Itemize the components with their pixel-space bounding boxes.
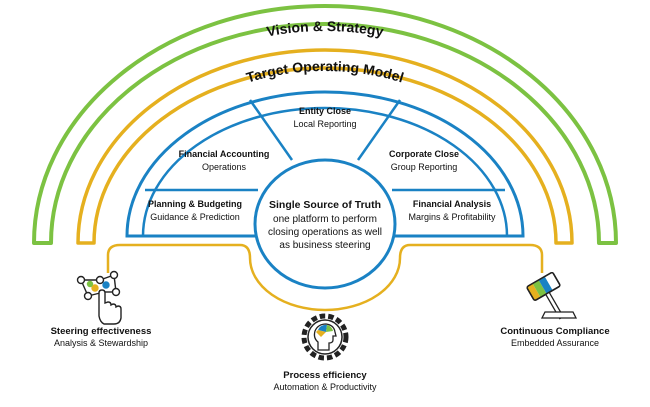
steering-title: Steering effectiveness bbox=[51, 326, 152, 337]
core-line-1: one platform to perform bbox=[273, 214, 377, 225]
steering-subtitle: Analysis & Stewardship bbox=[54, 338, 148, 348]
core-line-2: closing operations as well bbox=[268, 227, 382, 238]
segment-entity-subtitle: Local Reporting bbox=[293, 119, 356, 129]
compliance-subtitle: Embedded Assurance bbox=[511, 338, 599, 348]
core-circle bbox=[253, 158, 397, 290]
segment-planning-title: Planning & Budgeting bbox=[148, 199, 242, 209]
segment-accounting-subtitle: Operations bbox=[202, 162, 247, 172]
core-line-3: as business steering bbox=[279, 240, 370, 251]
segment-planning-subtitle: Guidance & Prediction bbox=[150, 212, 240, 222]
core-title: Single Source of Truth bbox=[269, 199, 381, 211]
target-model-arc bbox=[76, 48, 574, 245]
segment-corporate-title: Corporate Close bbox=[389, 149, 459, 159]
gear-head-icon bbox=[301, 313, 349, 361]
vision-arc-label: Vision & Strategy bbox=[265, 18, 385, 40]
segment-entity-title: Entity Close bbox=[299, 106, 351, 116]
capability-fan-inner bbox=[141, 106, 509, 238]
compliance-title: Continuous Compliance bbox=[500, 326, 609, 337]
process-subtitle: Automation & Productivity bbox=[273, 382, 377, 392]
gavel-icon bbox=[526, 271, 578, 320]
segment-analysis-title: Financial Analysis bbox=[413, 199, 491, 209]
segment-corporate-subtitle: Group Reporting bbox=[391, 162, 458, 172]
divider-2 bbox=[248, 99, 294, 161]
segment-accounting-title: Financial Accounting bbox=[179, 149, 270, 159]
divider-3 bbox=[356, 99, 402, 161]
outcome-bracket bbox=[106, 243, 544, 312]
segment-analysis-subtitle: Margins & Profitability bbox=[408, 212, 496, 222]
process-title: Process efficiency bbox=[283, 370, 367, 381]
vision-arc bbox=[32, 4, 618, 245]
network-hand-icon bbox=[76, 270, 122, 325]
